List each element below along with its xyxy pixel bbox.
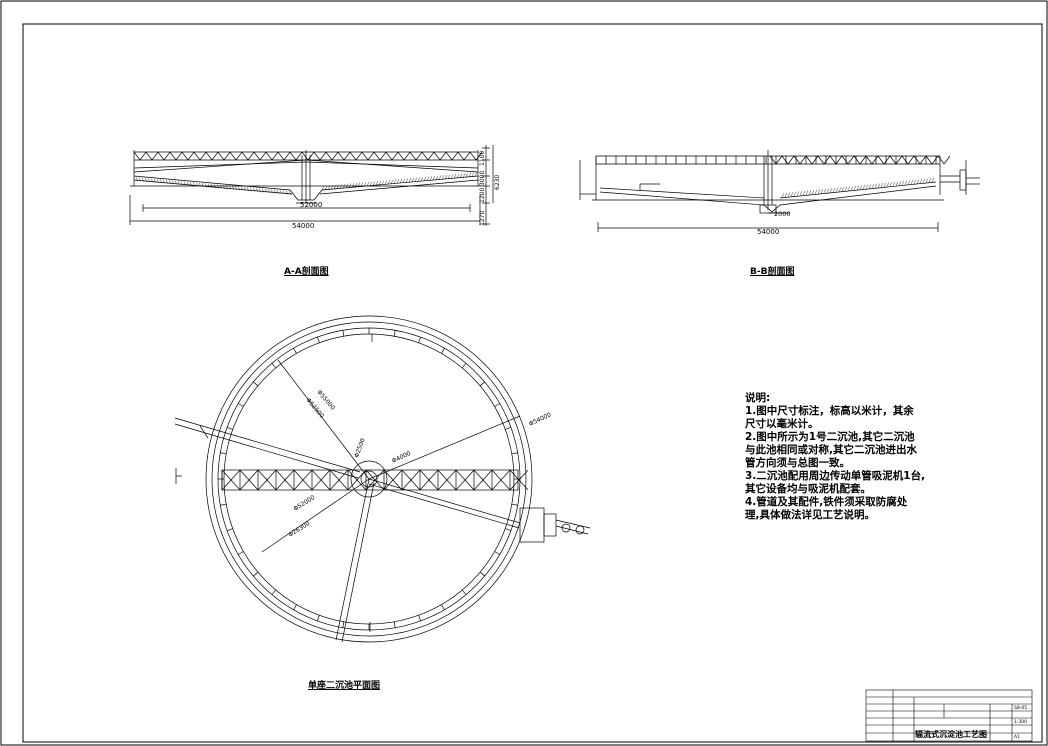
inner-border [22, 23, 1043, 743]
aa-dim-v1: 1270 [479, 211, 486, 226]
note-line: 4.管道及其配件,铁件须采取防腐处 [745, 496, 908, 508]
note-line: 管方向须与总图一致。 [745, 457, 850, 469]
section-aa-title: A-A剖面图 [284, 267, 329, 277]
aa-dim-inner: 52000 [300, 201, 322, 209]
plan-dim-5: Φ52000 [292, 494, 316, 513]
aa-dim-v0: 6230 [494, 175, 501, 190]
sheet-size: A1 [1014, 734, 1020, 740]
plan-dim-6: Φ26300 [287, 520, 311, 539]
title-block [865, 689, 1033, 742]
aa-dim-v2: 1200 [479, 188, 486, 203]
note-line: 2.图中所示为1号二沉池,其它二沉池 [745, 431, 915, 443]
sheet-number: S8-05 [1014, 705, 1027, 711]
note-line: 3.二沉池配用周边传动单管吸泥机1台, [745, 470, 926, 482]
plan-title: 单座二沉池平面图 [308, 681, 381, 691]
aa-dim-v3: 3000 [479, 171, 486, 186]
design-notes: 说明: 1.图中尺寸标注，标高以米计，其余 尺寸以毫米计。 2.图中所示为1号二… [745, 392, 945, 522]
aa-vertical-dims: 6230 1270 1200 3000 1100 [479, 151, 501, 226]
notes-heading: 说明: [745, 392, 771, 404]
scale-value: 1:300 [1014, 719, 1027, 725]
bb-dim-inner: 2000 [774, 210, 791, 218]
note-line: 理,具体做法详见工艺说明。 [745, 509, 875, 521]
note-line: 尺寸以毫米计。 [745, 418, 819, 430]
plan-dim-2: Φ54000 [528, 411, 553, 427]
section-aa-drawing [129, 145, 494, 226]
aa-dim-v4: 1100 [479, 151, 486, 166]
note-line: 其它设备均与吸泥机配套。 [745, 483, 871, 495]
note-line: 与此池相同或对称,其它二沉池进出水 [745, 444, 917, 456]
section-bb-title: B-B剖面图 [750, 267, 795, 277]
note-line: 1.图中尺寸标注，标高以米计，其余 [745, 405, 914, 417]
bb-dim-total: 54000 [757, 228, 779, 236]
section-bb-drawing [579, 150, 980, 232]
plan-dim-4: Φ2500 [353, 437, 366, 458]
plan-dimensions: Φ55000 Φ52500 Φ54000 Φ4000 Φ2500 Φ52000 … [287, 389, 552, 539]
drawing-title: 辐流式沉淀池工艺图 [915, 729, 987, 739]
plan-view-drawing [174, 315, 591, 643]
aa-dim-total: 54000 [292, 222, 314, 230]
